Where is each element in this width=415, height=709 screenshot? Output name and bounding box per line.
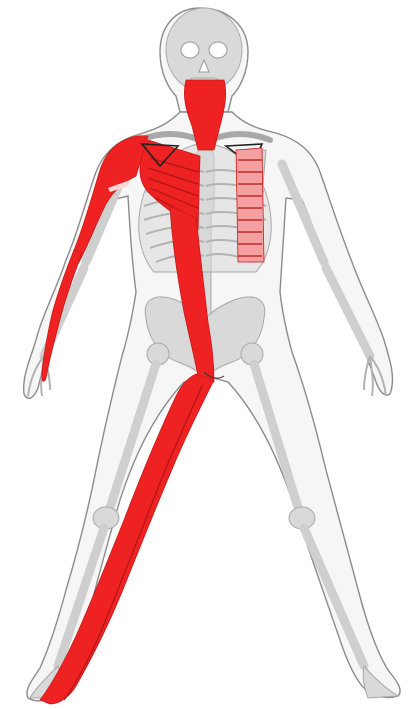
eye-socket-right bbox=[209, 42, 227, 58]
right-striped-muscle bbox=[236, 148, 264, 262]
eye-socket-left bbox=[181, 42, 199, 58]
